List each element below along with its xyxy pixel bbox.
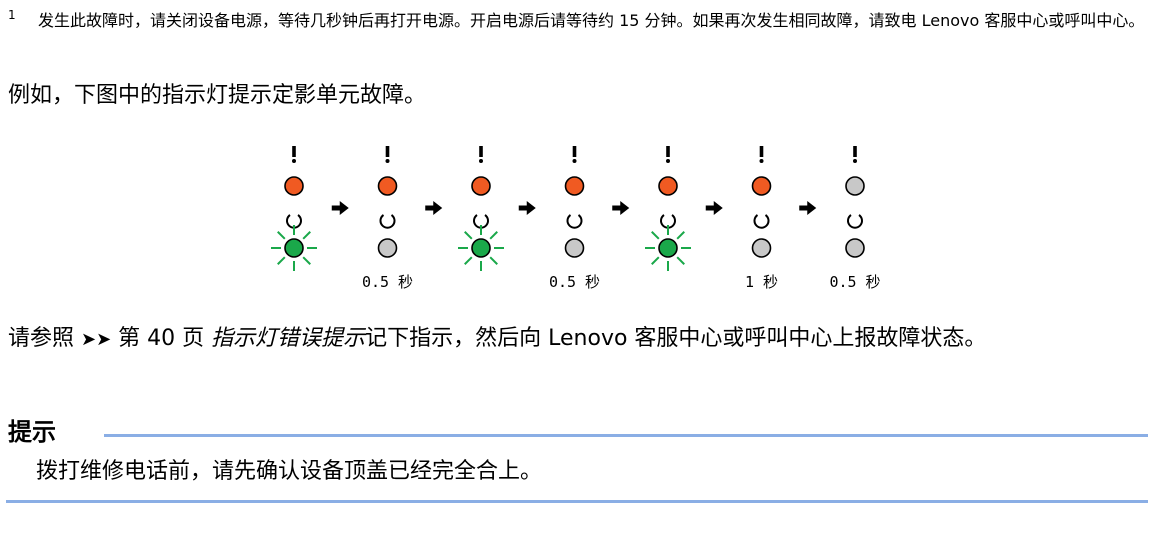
glow-ray bbox=[651, 231, 660, 240]
glow-ray bbox=[302, 256, 311, 265]
ready-led bbox=[377, 238, 398, 258]
reference-paragraph: 请参照 ➤➤ 第 40 页 指示灯错误提示记下指示，然后向 Lenovo 客服中… bbox=[8, 320, 1153, 358]
exclamation-icon bbox=[572, 146, 577, 157]
exclamation-dot-icon bbox=[666, 159, 670, 163]
error-led bbox=[845, 176, 865, 196]
power-icon bbox=[379, 214, 396, 229]
footnote-text: 发生此故障时，请关闭设备电源，等待几秒钟后再打开电源。开启电源后请等待约 15 … bbox=[38, 11, 1145, 30]
error-led bbox=[658, 176, 678, 196]
exclamation-dot-icon bbox=[479, 159, 483, 163]
glow-ray bbox=[489, 256, 498, 265]
exclamation-icon bbox=[666, 146, 670, 157]
glow-ray bbox=[464, 231, 473, 240]
led-sequence-svg: 0.5 秒 0.5 秒 1 秒 0.5 秒 bbox=[271, 146, 881, 291]
exclamation-icon bbox=[385, 146, 390, 157]
error-led bbox=[284, 176, 304, 196]
arrow-right-icon bbox=[518, 201, 536, 215]
duration-label: 1 秒 bbox=[745, 273, 778, 291]
footnote: 1 发生此故障时，请关闭设备电源，等待几秒钟后再打开电源。开启电源后请等待约 1… bbox=[8, 8, 1148, 33]
power-icon bbox=[847, 214, 863, 229]
intro-paragraph: 例如，下图中的指示灯提示定影单元故障。 bbox=[8, 83, 427, 108]
ready-led bbox=[658, 238, 678, 258]
duration-label: 0.5 秒 bbox=[829, 273, 880, 291]
arrow-right-icon bbox=[705, 201, 723, 215]
glow-ray bbox=[277, 256, 286, 265]
exclamation-icon bbox=[292, 146, 296, 157]
glow-ray bbox=[676, 256, 685, 265]
glow-ray bbox=[464, 256, 473, 265]
duration-label: 0.5 秒 bbox=[362, 273, 413, 291]
glow-ray bbox=[277, 231, 286, 240]
glow-ray bbox=[302, 231, 311, 240]
reference-suffix: 记下指示，然后向 Lenovo 客服中心或呼叫中心上报故障状态。 bbox=[365, 326, 987, 351]
footnote-number: 1 bbox=[8, 8, 16, 22]
note-divider-top bbox=[104, 434, 1148, 437]
led-error-link[interactable]: 指示灯错误提示 bbox=[211, 326, 366, 351]
arrow-right-icon bbox=[612, 201, 630, 215]
error-led bbox=[377, 176, 398, 196]
power-icon bbox=[753, 214, 770, 229]
note-body: 拨打维修电话前，请先确认设备顶盖已经完全合上。 bbox=[36, 459, 543, 484]
arrow-right-icon bbox=[331, 201, 349, 215]
arrow-right-icon bbox=[799, 201, 817, 215]
glow-ray bbox=[676, 231, 685, 240]
arrow-right-icon bbox=[425, 201, 443, 215]
exclamation-icon bbox=[479, 146, 483, 157]
double-arrow-icon: ➤➤ bbox=[81, 329, 112, 350]
led-sequence-diagram: 0.5 秒 0.5 秒 1 秒 0.5 秒 bbox=[0, 140, 1156, 300]
reference-page: 第 40 页 bbox=[111, 326, 212, 351]
glow-ray bbox=[651, 256, 660, 265]
ready-led bbox=[564, 238, 585, 258]
exclamation-dot-icon bbox=[853, 159, 857, 163]
exclamation-icon bbox=[759, 146, 764, 157]
ready-led bbox=[845, 238, 865, 258]
duration-label: 0.5 秒 bbox=[549, 273, 600, 291]
note-divider-bottom bbox=[6, 500, 1148, 503]
exclamation-dot-icon bbox=[759, 159, 764, 163]
glow-ray bbox=[489, 231, 498, 240]
error-led bbox=[751, 176, 772, 196]
power-icon bbox=[566, 214, 583, 229]
error-led bbox=[564, 176, 585, 196]
exclamation-dot-icon bbox=[385, 159, 390, 163]
exclamation-dot-icon bbox=[292, 159, 296, 163]
note-title: 提示 bbox=[8, 418, 56, 446]
reference-prefix: 请参照 bbox=[8, 326, 81, 351]
exclamation-dot-icon bbox=[572, 159, 577, 163]
ready-led bbox=[751, 238, 772, 258]
ready-led bbox=[471, 238, 491, 258]
ready-led bbox=[284, 238, 304, 258]
error-led bbox=[471, 176, 491, 196]
exclamation-icon bbox=[853, 146, 857, 157]
